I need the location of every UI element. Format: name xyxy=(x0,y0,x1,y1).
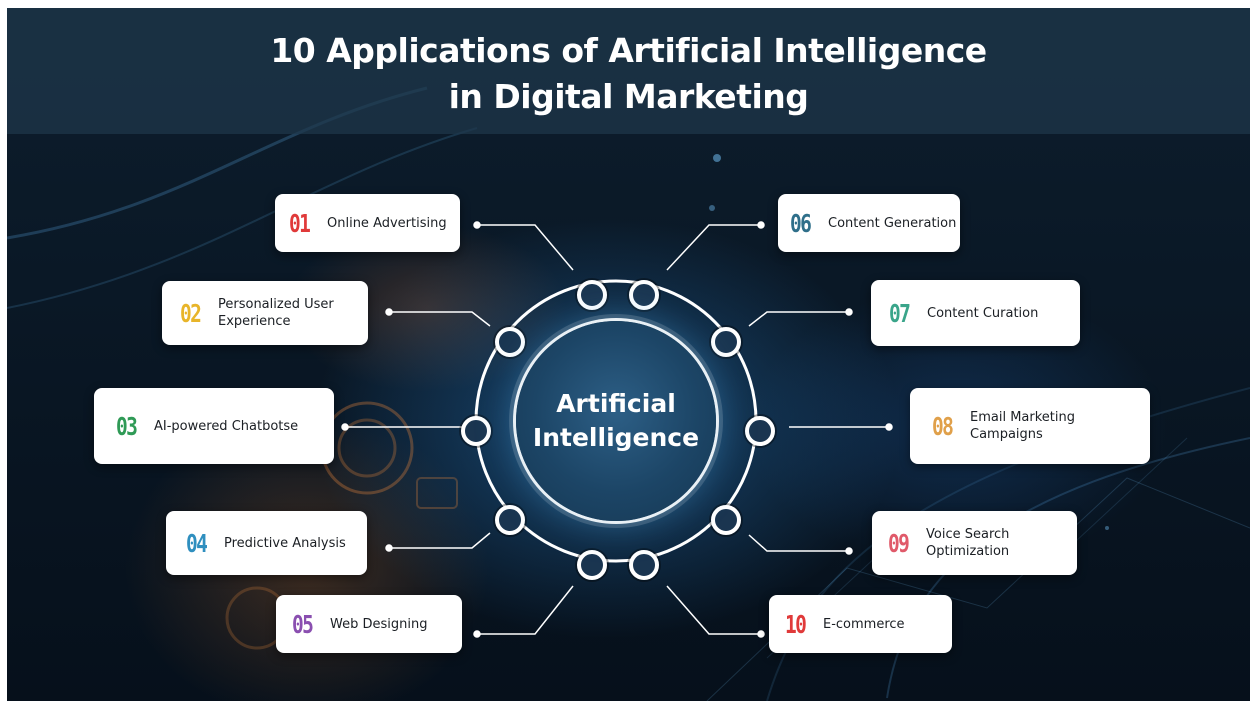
node-06 xyxy=(629,280,659,310)
node-03 xyxy=(461,416,491,446)
item-label-09: Voice Search Optimization xyxy=(926,527,1010,559)
item-label-08: Email Marketing Campaigns xyxy=(970,410,1075,442)
item-card-03: 03 AI-powered Chatbotse xyxy=(94,388,334,464)
item-card-08: 08 Email Marketing Campaigns xyxy=(910,388,1150,464)
item-number-03: 03 xyxy=(116,411,138,441)
title-line-2: in Digital Marketing xyxy=(448,77,809,116)
item-number-05: 05 xyxy=(292,609,314,639)
node-08 xyxy=(745,416,775,446)
item-card-01: 01 Online Advertising xyxy=(275,194,460,252)
item-label-10: E-commerce xyxy=(823,616,905,632)
item-card-04: 04 Predictive Analysis xyxy=(166,511,367,575)
item-number-10: 10 xyxy=(785,609,807,639)
item-card-10: 10 E-commerce xyxy=(769,595,952,653)
item-number-06: 06 xyxy=(790,208,812,238)
item-label-01: Online Advertising xyxy=(327,215,447,231)
item-card-06: 06 Content Generation xyxy=(778,194,960,252)
item-label-06: Content Generation xyxy=(828,215,957,231)
item-card-05: 05 Web Designing xyxy=(276,595,462,653)
item-card-09: 09 Voice Search Optimization xyxy=(872,511,1077,575)
node-10 xyxy=(629,550,659,580)
item-number-01: 01 xyxy=(289,208,311,238)
hub-line-1: Artificial xyxy=(556,389,676,418)
item-number-08: 08 xyxy=(932,411,954,441)
node-04 xyxy=(495,505,525,535)
title-band xyxy=(7,8,1250,134)
item-label-02: Personalized User Experience xyxy=(218,297,334,329)
item-card-07: 07 Content Curation xyxy=(871,280,1080,346)
item-label-03: AI-powered Chatbotse xyxy=(154,418,299,434)
item-number-09: 09 xyxy=(888,528,910,558)
hub-line-2: Intelligence xyxy=(532,423,700,452)
central-hub: Artificial Intelligence xyxy=(516,321,716,521)
item-number-07: 07 xyxy=(889,298,911,328)
node-07 xyxy=(711,327,741,357)
node-01 xyxy=(577,280,607,310)
node-05 xyxy=(577,550,607,580)
item-label-04: Predictive Analysis xyxy=(224,535,346,551)
item-label-07: Content Curation xyxy=(927,305,1039,321)
infographic-canvas: 10 Applications of Artificial Intelligen… xyxy=(7,8,1250,701)
node-02 xyxy=(495,327,525,357)
item-card-02: 02 Personalized User Experience xyxy=(162,281,368,345)
hub-label: Artificial Intelligence xyxy=(533,387,699,455)
node-09 xyxy=(711,505,741,535)
page-title: 10 Applications of Artificial Intelligen… xyxy=(7,28,1250,120)
item-number-02: 02 xyxy=(180,298,202,328)
item-number-04: 04 xyxy=(186,528,208,558)
title-line-1: 10 Applications of Artificial Intelligen… xyxy=(270,31,987,70)
item-label-05: Web Designing xyxy=(330,616,428,632)
